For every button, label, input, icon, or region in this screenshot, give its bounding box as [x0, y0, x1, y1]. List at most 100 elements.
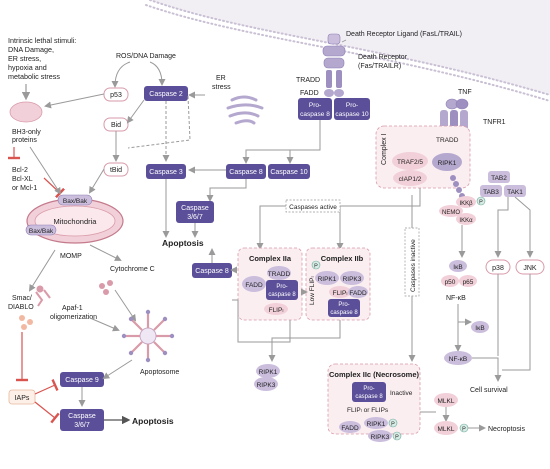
- fadd-top-label: FADD: [300, 90, 319, 97]
- traf-label: TRAF2/5: [397, 159, 423, 166]
- ripk1-2b-shape: [315, 271, 339, 285]
- caspase-8-left-box: [192, 263, 232, 278]
- fadd-2c-shape: [339, 421, 361, 433]
- ripk1-2b-label: RIPK1: [318, 276, 337, 283]
- iaps-box: [8, 389, 36, 405]
- ikkb-phospho-label: P: [479, 200, 483, 206]
- tab2-box: [488, 171, 510, 183]
- mlkl-phospho-label: P: [462, 427, 466, 433]
- caspase-3-box: [146, 164, 186, 179]
- mlkl-label: MLKL: [438, 398, 455, 405]
- ikkb-shape: [456, 196, 476, 208]
- svg-text:oligomerization: oligomerization: [50, 314, 97, 321]
- ikb-shape: [449, 260, 467, 272]
- tak1-box: [504, 185, 526, 197]
- caspase-367-bottom-label: Caspase: [68, 413, 96, 420]
- nfkb2-label: NF-κB: [449, 356, 467, 363]
- tbid-label: tBid: [110, 167, 122, 174]
- ripk-phospho-2b: [311, 260, 321, 270]
- p50-shape: [441, 275, 459, 287]
- ripk1-free-label: RIPK1: [259, 369, 278, 376]
- procaspase-8-2b-label-2: caspase 8: [330, 310, 358, 316]
- procaspase-8-2b-box: [328, 299, 360, 317]
- p65-label: p65: [463, 279, 474, 286]
- complex-2c-label: Complex IIc (Necrosome): [329, 370, 420, 379]
- complex-1-label: Complex I: [381, 133, 388, 165]
- procaspase-10-top-box: [334, 98, 370, 120]
- caspases-active-label: Caspases active: [289, 204, 337, 211]
- flip-2b-shape: [329, 286, 351, 298]
- mitochondria: Mitochondria: [26, 198, 124, 244]
- procaspase-8-2c-label-2: caspase 8: [355, 394, 383, 400]
- tradd-2a-label: TRADD: [268, 271, 291, 278]
- caspase-2-label: Caspase 2: [149, 91, 183, 98]
- svg-text:Death Receptor: Death Receptor: [358, 54, 408, 61]
- svg-text:stress: stress: [212, 84, 231, 91]
- apoptosome-label: Apoptosome: [140, 369, 179, 376]
- tradd-2a-shape: [267, 266, 291, 280]
- caspase-367-mid-box: [176, 201, 214, 223]
- fadd-2a-shape: [242, 276, 266, 292]
- fadd-2b-label: FADD: [349, 290, 367, 297]
- svg-text:Smac/: Smac/: [12, 295, 32, 302]
- bax-bak-top-label: Bax/Bak: [63, 198, 88, 205]
- caspase-367-mid-label-2: 3/6/7: [187, 214, 203, 221]
- ripk1-2c-label: RIPK1: [367, 421, 386, 428]
- procaspase-10-top-label: Pro-: [346, 102, 358, 109]
- bax-bak-left-box: [25, 224, 57, 236]
- procaspase-10-top-label-2: caspase 10: [335, 111, 369, 118]
- caspase-9-label: Caspase 9: [65, 377, 99, 384]
- tradd-c1-label: TRADD: [436, 137, 459, 144]
- bcl2-label: Bcl-2 Bcl-XL or Mcl-1: [12, 167, 37, 192]
- bax-bak-left-label: Bax/Bak: [29, 228, 54, 235]
- svg-text:metabolic stress: metabolic stress: [8, 72, 60, 81]
- ikb2-shape: [471, 321, 489, 333]
- ripk1-c1-label: RIPK1: [438, 160, 457, 167]
- svg-text:DNA Damage,: DNA Damage,: [8, 45, 54, 54]
- svg-text:Intrinsic lethal stimuli:: Intrinsic lethal stimuli:: [8, 36, 76, 45]
- tak1-label: TAK1: [507, 189, 523, 196]
- cytochrome-c-label: Cytochrome C: [110, 266, 155, 273]
- necroptosis-label: Necroptosis: [488, 426, 525, 433]
- p53-label: p53: [110, 92, 122, 99]
- ikka-label: IKKα: [459, 218, 473, 224]
- ripk3-2c-phospho-label: P: [395, 435, 399, 441]
- iaps-label: IAPs: [15, 395, 30, 402]
- ripk3-2c-phospho: [392, 431, 402, 441]
- cell-membrane: [145, 0, 550, 102]
- svg-text:BH3-only: BH3-only: [12, 129, 41, 136]
- svg-text:Bcl-XL: Bcl-XL: [12, 176, 33, 183]
- tradd-top-label: TRADD: [296, 77, 320, 84]
- flip-2a-label: FLIPₗ: [269, 307, 284, 314]
- nfkb2-shape: [444, 351, 472, 365]
- fadd-2b-shape: [348, 286, 368, 298]
- procaspase-8-2c-box: [352, 382, 386, 402]
- ripk3-free-label: RIPK3: [257, 382, 276, 389]
- ros-label: ROS/DNA Damage: [116, 53, 176, 60]
- cell-survival-label: Cell survival: [470, 387, 508, 394]
- svg-text:DIABLO: DIABLO: [8, 304, 34, 311]
- bax-bak-top-box: [57, 194, 93, 206]
- ripk3-free-shape: [254, 377, 278, 391]
- mitochondria-label: Mitochondria: [54, 217, 98, 226]
- caspase-8-mid-label: Caspase 8: [229, 169, 263, 176]
- caspase-10-mid-label: Caspase 10: [270, 169, 307, 176]
- ripk1-free-shape: [256, 364, 280, 378]
- caspase-367-bottom-box: [60, 409, 104, 431]
- caspase-3-label: Caspase 3: [149, 169, 183, 176]
- caspase-8-mid-box: [226, 164, 266, 179]
- ikb2-label: IκB: [475, 325, 484, 332]
- caspases-inactive-label: Caspases inactive: [410, 239, 417, 292]
- svg-text:Death Receptor Ligand (FasL/TR: Death Receptor Ligand (FasL/TRAIL): [346, 31, 462, 38]
- mlkl2-shape: [434, 421, 458, 435]
- mlkl-shape: [434, 393, 458, 407]
- ciap-label: cIAP1/2: [399, 176, 422, 183]
- intrinsic-stimuli-text: Intrinsic lethal stimuli: DNA Damage, ER…: [8, 36, 76, 81]
- p50-label: p50: [445, 279, 456, 286]
- apaf1-label: Apaf-1 oligomerization: [50, 305, 97, 321]
- ripk1-2c-shape: [364, 417, 388, 429]
- tnfr1-label: TNFR1: [483, 119, 506, 126]
- caspase-367-mid-label: Caspase: [181, 205, 209, 212]
- bh3-only-proteins-shape: [9, 101, 43, 123]
- apoptosis-bottom-label: Apoptosis: [132, 416, 174, 426]
